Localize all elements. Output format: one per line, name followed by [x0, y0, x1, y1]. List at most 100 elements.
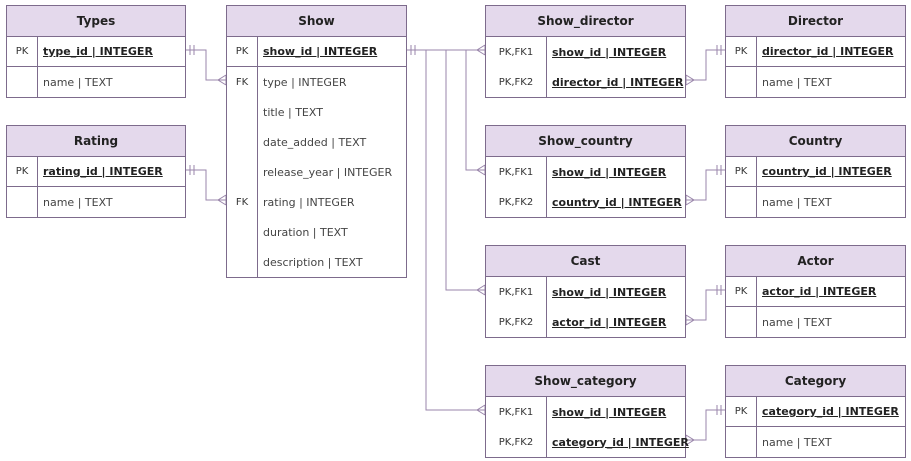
key-label: PK,FK2	[498, 436, 534, 448]
field-label: name | TEXT	[762, 195, 832, 209]
key-column-divider	[756, 397, 757, 457]
key-column-divider	[37, 157, 38, 217]
key-label: PK	[734, 406, 748, 417]
key-label: PK	[734, 286, 748, 297]
field-label: show_id | INTEGER	[263, 45, 378, 58]
key-label: PK,FK1	[498, 406, 534, 418]
field-label: type | INTEGER	[263, 75, 347, 89]
entity-title: Show_country	[486, 126, 685, 157]
key-label: PK	[235, 46, 249, 57]
key-column-divider	[756, 157, 757, 217]
field-label: country_id | INTEGER	[762, 165, 892, 178]
connector-rating-show	[186, 169, 226, 201]
entity-title: Director	[726, 6, 905, 37]
entity-title: Show	[227, 6, 406, 37]
field-label: show_id | INTEGER	[552, 165, 667, 179]
key-label: PK	[734, 46, 748, 57]
field-label: show_id | INTEGER	[552, 285, 667, 299]
entity-title: Cast	[486, 246, 685, 277]
entity-row: FK type | INTEGER	[227, 67, 406, 97]
entity-title: Show_category	[486, 366, 685, 397]
field-label: rating_id | INTEGER	[43, 165, 163, 178]
cardinality-one-marker	[716, 45, 722, 55]
key-column-divider	[546, 277, 547, 337]
entity-row: name | TEXT	[726, 307, 905, 337]
key-column-divider	[756, 277, 757, 337]
entity-row: PK country_id | INTEGER	[726, 157, 905, 187]
key-label: PK,FK1	[498, 286, 534, 298]
field-label: name | TEXT	[762, 435, 832, 449]
cardinality-many-marker	[476, 44, 486, 56]
entity-title: Actor	[726, 246, 905, 277]
cardinality-one-marker	[716, 285, 722, 295]
field-label: show_id | INTEGER	[552, 45, 667, 59]
key-column-divider	[756, 37, 757, 97]
cardinality-many-marker	[217, 74, 227, 86]
field-label: show_id | INTEGER	[552, 405, 667, 419]
entity-row: date_added | TEXT	[227, 127, 406, 157]
connector-show-cast	[407, 49, 485, 291]
key-label: PK,FK2	[498, 76, 534, 88]
key-label: PK,FK2	[498, 196, 534, 208]
field-label: country_id | INTEGER	[552, 195, 682, 209]
field-label: actor_id | INTEGER	[552, 315, 667, 329]
key-column-divider	[546, 157, 547, 217]
entity-row: PK rating_id | INTEGER	[7, 157, 185, 187]
entity-row: title | TEXT	[227, 97, 406, 127]
connector-director-show-director	[686, 49, 725, 81]
cardinality-many-marker	[476, 164, 486, 176]
key-label: FK	[235, 196, 249, 208]
key-label: PK,FK2	[498, 316, 534, 328]
key-label: FK	[235, 76, 249, 88]
entity-title: Show_director	[486, 6, 685, 37]
cardinality-many-marker	[217, 194, 227, 206]
connector-types-show	[186, 49, 226, 81]
field-label: date_added | TEXT	[263, 135, 367, 149]
key-column-divider	[257, 37, 258, 277]
entity-row: name | TEXT	[7, 187, 185, 217]
cardinality-one-marker	[410, 45, 416, 55]
field-label: name | TEXT	[43, 75, 113, 89]
field-label: release_year | INTEGER	[263, 165, 393, 179]
field-label: duration | TEXT	[263, 225, 348, 239]
field-label: name | TEXT	[762, 315, 832, 329]
connector-actor-cast	[686, 289, 725, 321]
entity-row: PK,FK2 director_id | INTEGER	[486, 67, 685, 97]
entity-title: Category	[726, 366, 905, 397]
cardinality-many-marker	[476, 404, 486, 416]
field-label: name | TEXT	[43, 195, 113, 209]
cardinality-many-marker	[685, 194, 695, 206]
entity-row: PK show_id | INTEGER	[227, 37, 406, 67]
entity-title: Rating	[7, 126, 185, 157]
entity-row: name | TEXT	[726, 187, 905, 217]
field-label: name | TEXT	[762, 75, 832, 89]
field-label: director_id | INTEGER	[552, 75, 684, 89]
cardinality-one-marker	[716, 405, 722, 415]
field-label: category_id | INTEGER	[762, 405, 899, 418]
field-label: type_id | INTEGER	[43, 45, 153, 58]
key-label: PK	[15, 166, 29, 177]
entity-row: name | TEXT	[7, 67, 185, 97]
key-label: PK	[734, 166, 748, 177]
connector-country-show-country	[686, 169, 725, 201]
entity-row: duration | TEXT	[227, 217, 406, 247]
entity-row: name | TEXT	[726, 67, 905, 97]
entity-row: PK,FK2 country_id | INTEGER	[486, 187, 685, 217]
